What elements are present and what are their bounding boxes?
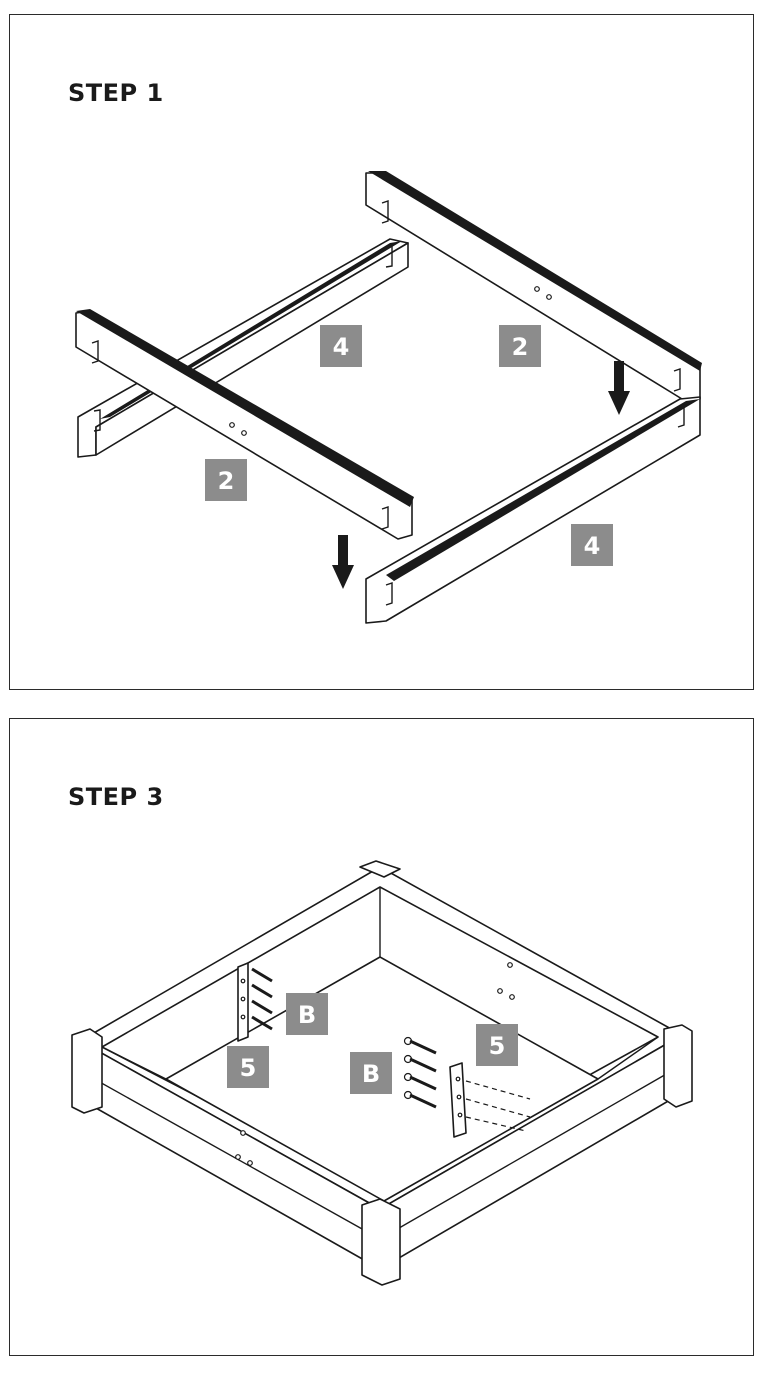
part-label-b-left: B <box>286 993 328 1035</box>
part-label-4-back: 4 <box>320 325 362 367</box>
svg-text:5: 5 <box>489 1032 506 1060</box>
bracket-left <box>237 962 249 1042</box>
svg-text:2: 2 <box>218 467 235 495</box>
down-arrow-right <box>608 361 630 415</box>
step-3-illustration: B 5 B 5 <box>71 860 693 1286</box>
screws-left <box>251 967 273 1031</box>
part-4-front-plank <box>365 396 701 624</box>
step-1-panel: STEP 1 <box>9 14 754 690</box>
svg-text:B: B <box>298 1001 316 1029</box>
screws-right <box>403 1036 437 1109</box>
svg-text:5: 5 <box>240 1054 257 1082</box>
svg-text:4: 4 <box>584 532 601 560</box>
step-1-title: STEP 1 <box>68 79 164 107</box>
step-3-title: STEP 3 <box>68 783 164 811</box>
svg-text:4: 4 <box>333 333 350 361</box>
part-2-front-plank <box>75 309 414 540</box>
step-3-panel: STEP 3 <box>9 718 754 1356</box>
svg-text:2: 2 <box>512 333 529 361</box>
down-arrow-left <box>332 535 354 589</box>
part-label-b-right: B <box>350 1052 392 1094</box>
bracket-right <box>449 1062 531 1138</box>
step-1-illustration: 4 2 2 4 <box>75 171 702 624</box>
part-label-2-front: 2 <box>205 459 247 501</box>
part-label-5-left: 5 <box>227 1046 269 1088</box>
svg-text:B: B <box>362 1060 380 1088</box>
part-label-2-back: 2 <box>499 325 541 367</box>
part-2-back-plank <box>365 171 702 400</box>
part-label-4-front: 4 <box>571 524 613 566</box>
part-label-5-right: 5 <box>476 1024 518 1066</box>
